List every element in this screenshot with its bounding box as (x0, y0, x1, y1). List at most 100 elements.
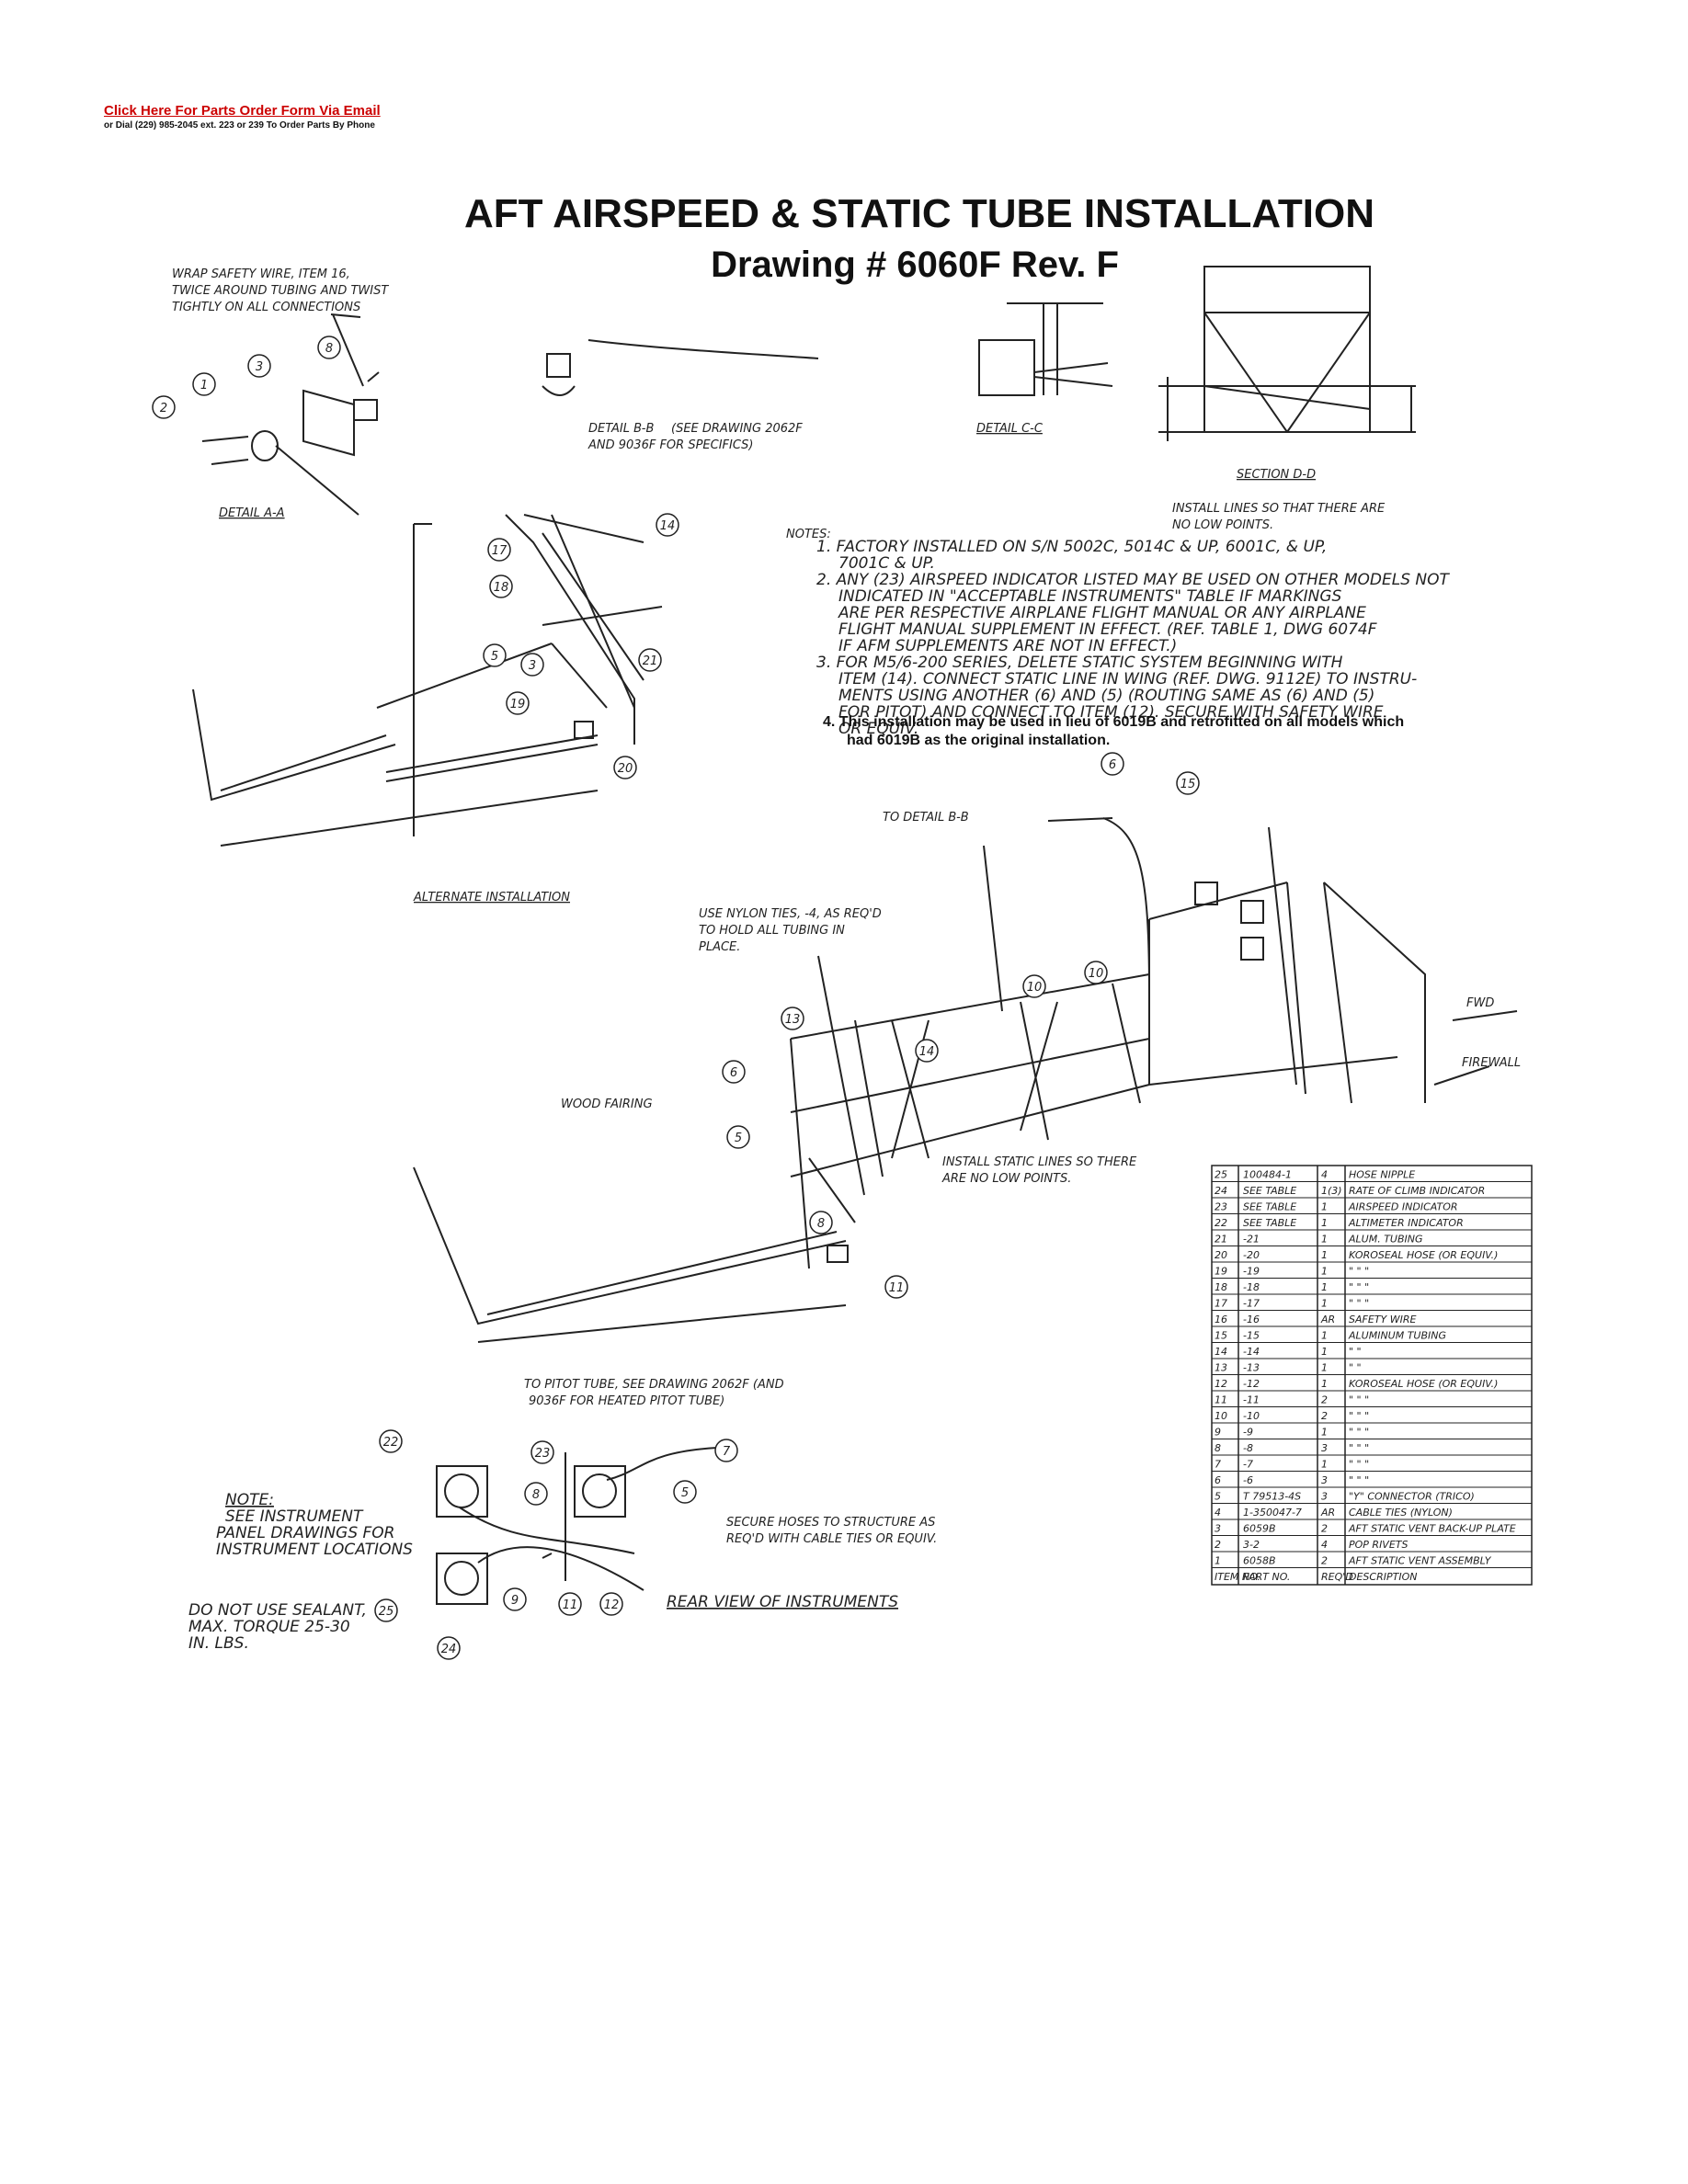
table-cell-desc: ALUM. TUBING (1348, 1234, 1423, 1246)
table-cell-part: -9 (1243, 1427, 1253, 1439)
svg-text:7: 7 (723, 1445, 731, 1459)
svg-text:17: 17 (492, 544, 508, 558)
table-cell-desc: ALUMINUM TUBING (1348, 1330, 1446, 1342)
svg-text:15: 15 (1180, 778, 1196, 791)
drawing-number: Drawing # 6060F Rev. F (711, 245, 1119, 285)
table-cell-desc: " " " (1349, 1442, 1369, 1454)
svg-text:8: 8 (817, 1217, 825, 1231)
note2-line1: 2. ANY (23) AIRSPEED INDICATOR LISTED MA… (816, 571, 1451, 589)
table-cell-qty: 4 (1321, 1169, 1328, 1181)
note2-line4: FLIGHT MANUAL SUPPLEMENT IN EFFECT. (REF… (838, 620, 1377, 639)
svg-text:2: 2 (160, 402, 167, 415)
table-cell-item: 12 (1215, 1378, 1227, 1390)
table-cell-part: 6059B (1243, 1523, 1276, 1535)
svg-text:25: 25 (379, 1605, 394, 1619)
table-cell-part: SEE TABLE (1243, 1185, 1296, 1197)
fwd-label: FWD (1466, 996, 1494, 1010)
table-cell-item: 25 (1215, 1169, 1227, 1181)
table-cell-item: 23 (1215, 1201, 1227, 1213)
table-cell-part: T 79513-4S (1243, 1491, 1301, 1503)
sealant-note-line3: IN. LBS. (188, 1634, 249, 1653)
table-cell-qty: 2 (1321, 1410, 1328, 1422)
table-cell-part: -16 (1243, 1314, 1260, 1325)
note4-line1: 4. This installation may be used in lieu… (823, 714, 1405, 730)
table-cell-part: 1-350047-7 (1243, 1507, 1302, 1519)
table-cell-qty: AR (1320, 1314, 1335, 1325)
svg-text:8: 8 (325, 342, 333, 356)
table-cell-qty: 1 (1321, 1249, 1328, 1261)
table-cell-item: 17 (1215, 1298, 1227, 1310)
table-cell-item: 8 (1215, 1442, 1221, 1454)
svg-text:20: 20 (618, 762, 633, 776)
note2-line5: IF AFM SUPPLEMENTS ARE NOT IN EFFECT.) (838, 637, 1177, 655)
svg-text:24: 24 (441, 1643, 457, 1656)
note1-line1: 1. FACTORY INSTALLED ON S/N 5002C, 5014C… (816, 538, 1327, 556)
alternate-installation-drawing (192, 514, 663, 847)
table-cell-qty: 1 (1321, 1378, 1328, 1390)
note3-line1: 3. FOR M5/6-200 SERIES, DELETE STATIC SY… (816, 654, 1343, 672)
table-cell-item: 1 (1215, 1555, 1221, 1567)
svg-text:10: 10 (1089, 967, 1104, 981)
parts-order-link[interactable]: Click Here For Parts Order Form Via Emai… (104, 103, 381, 119)
table-cell-item: 14 (1215, 1346, 1227, 1358)
svg-text:8: 8 (532, 1488, 540, 1502)
note3-line4: FOR PITOT) AND CONNECT TO ITEM (12). SEC… (838, 703, 1384, 722)
svg-text:6: 6 (1109, 758, 1116, 772)
table-cell-qty: 4 (1321, 1539, 1328, 1551)
detail-a-note-line1: WRAP SAFETY WIRE, ITEM 16, (172, 267, 350, 281)
svg-text:21: 21 (643, 654, 658, 668)
table-cell-item: 11 (1215, 1394, 1227, 1406)
rear-view-note-heading: NOTE: (225, 1491, 274, 1509)
detail-a-note-line3: TIGHTLY ON ALL CONNECTIONS (172, 301, 360, 314)
note3-line5: OR EQUIV. (838, 720, 918, 738)
table-cell-item: 7 (1215, 1459, 1221, 1471)
table-cell-desc: " " " (1349, 1394, 1369, 1406)
table-cell-qty: 1 (1321, 1427, 1328, 1439)
svg-text:5: 5 (735, 1132, 742, 1145)
svg-text:11: 11 (563, 1598, 578, 1612)
rear-view-note-line3: INSTRUMENT LOCATIONS (216, 1541, 413, 1559)
svg-text:12: 12 (604, 1598, 620, 1612)
table-cell-item: 15 (1215, 1330, 1227, 1342)
table-cell-desc: CABLE TIES (NYLON) (1349, 1507, 1453, 1519)
table-cell-part: 3-2 (1243, 1539, 1260, 1551)
svg-text:3: 3 (529, 659, 536, 673)
rear-view-note-line1: SEE INSTRUMENT (225, 1507, 364, 1526)
table-cell-item: 3 (1215, 1523, 1221, 1535)
main-fuselage-drawing (413, 817, 1518, 1343)
table-cell-desc: AIRSPEED INDICATOR (1348, 1201, 1458, 1213)
svg-text:5: 5 (491, 650, 498, 664)
table-cell-desc: HOSE NIPPLE (1349, 1169, 1415, 1181)
table-cell-desc: ALTIMETER INDICATOR (1348, 1217, 1464, 1229)
sealant-note-line1: DO NOT USE SEALANT, (188, 1601, 367, 1620)
table-cell-qty: 1 (1321, 1346, 1328, 1358)
table-cell-part: -20 (1243, 1249, 1260, 1261)
table-cell-qty: 3 (1321, 1491, 1328, 1503)
table-cell-qty: 1 (1321, 1201, 1328, 1213)
note3-line3: MENTS USING ANOTHER (6) AND (5) (ROUTING… (838, 687, 1374, 705)
svg-text:6: 6 (730, 1066, 737, 1080)
table-cell-desc: KOROSEAL HOSE (OR EQUIV.) (1349, 1378, 1498, 1390)
note2-line2: INDICATED IN "ACCEPTABLE INSTRUMENTS" TA… (838, 587, 1342, 606)
table-cell-part: -18 (1243, 1281, 1260, 1293)
detail-b-ref-line2: AND 9036F FOR SPECIFICS) (587, 438, 754, 452)
detail-c-drawing (978, 302, 1113, 396)
detail-a-label: DETAIL A-A (219, 506, 285, 520)
section-d-label: SECTION D-D (1237, 468, 1316, 482)
secure-hoses-line1: SECURE HOSES TO STRUCTURE AS (726, 1516, 935, 1530)
nylon-ties-line1: USE NYLON TIES, -4, AS REQ'D (699, 907, 882, 921)
table-cell-desc: "Y" CONNECTOR (TRICO) (1349, 1491, 1475, 1503)
table-cell-qty: 1(3) (1321, 1185, 1342, 1197)
table-cell-desc: DESCRIPTION (1349, 1571, 1417, 1583)
table-cell-part: -6 (1243, 1474, 1253, 1486)
section-d-note-line1: INSTALL LINES SO THAT THERE ARE (1172, 502, 1386, 516)
table-cell-part: -19 (1243, 1266, 1260, 1278)
table-cell-item: 6 (1215, 1474, 1221, 1486)
table-cell-qty: 1 (1321, 1362, 1328, 1374)
table-cell-qty: 1 (1321, 1234, 1328, 1246)
table-cell-item: 16 (1215, 1314, 1227, 1325)
svg-text:3: 3 (256, 360, 263, 374)
install-static-line2: ARE NO LOW POINTS. (941, 1172, 1071, 1186)
to-detail-b-label: TO DETAIL B-B (883, 811, 969, 825)
table-cell-desc: " " " (1349, 1427, 1369, 1439)
